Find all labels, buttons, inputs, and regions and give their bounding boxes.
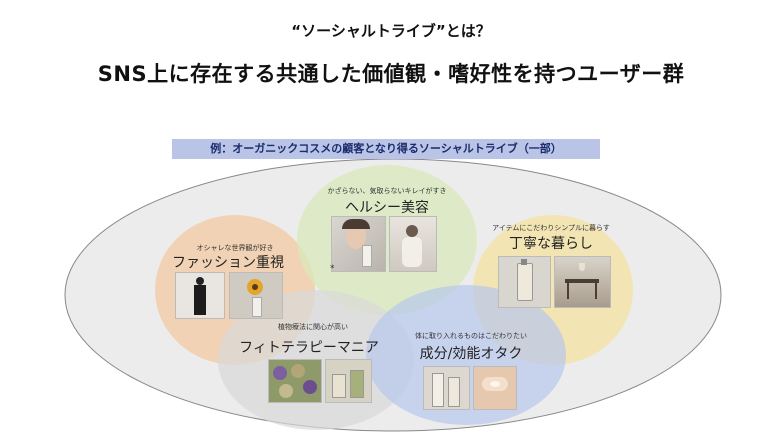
tribe-lifestyle-tag: アイテムにこだわりシンプルに暮らす — [492, 224, 610, 232]
circle-healthy — [297, 165, 477, 315]
tribe-fashion-name: ファッション重視 — [172, 255, 284, 271]
photo-jars — [325, 359, 372, 403]
page-title: SNS上に存在する共通した価値観・嗜好性を持つユーザー群 — [97, 62, 685, 86]
photo-fashion-woman — [175, 272, 225, 319]
tribe-healthy-name: ヘルシー美容 — [345, 200, 429, 216]
photo-hand-cream — [473, 366, 517, 410]
tribe-phyto-tag: 植物療法に関心が高い — [278, 323, 348, 331]
tribe-ingredient-tag: 体に取り入れるものはこだわりたい — [415, 332, 527, 340]
photo-tubes — [423, 366, 470, 410]
photo-dining-room — [554, 256, 611, 308]
photo-sunflower — [229, 272, 283, 319]
tribe-ingredient-name: 成分/効能オタク — [419, 346, 523, 362]
example-caption: 例：オーガニックコスメの顧客となり得るソーシャルトライブ（一部） — [172, 139, 600, 159]
note-mark: * — [330, 264, 335, 274]
photo-face — [331, 216, 386, 272]
tribe-fashion-tag: オシャレな世界観が好き — [196, 244, 274, 252]
subtitle: “ソーシャルトライブ”とは？ — [291, 22, 491, 40]
tribe-lifestyle-name: 丁寧な暮らし — [509, 236, 593, 252]
photo-person — [389, 216, 437, 272]
photo-bottle — [498, 256, 551, 308]
tribe-phyto-name: フィトテラピーマニア — [239, 340, 379, 356]
tribe-healthy-tag: かざらない、気取らないキレイがすき — [327, 187, 447, 195]
photo-herbs — [268, 359, 322, 403]
